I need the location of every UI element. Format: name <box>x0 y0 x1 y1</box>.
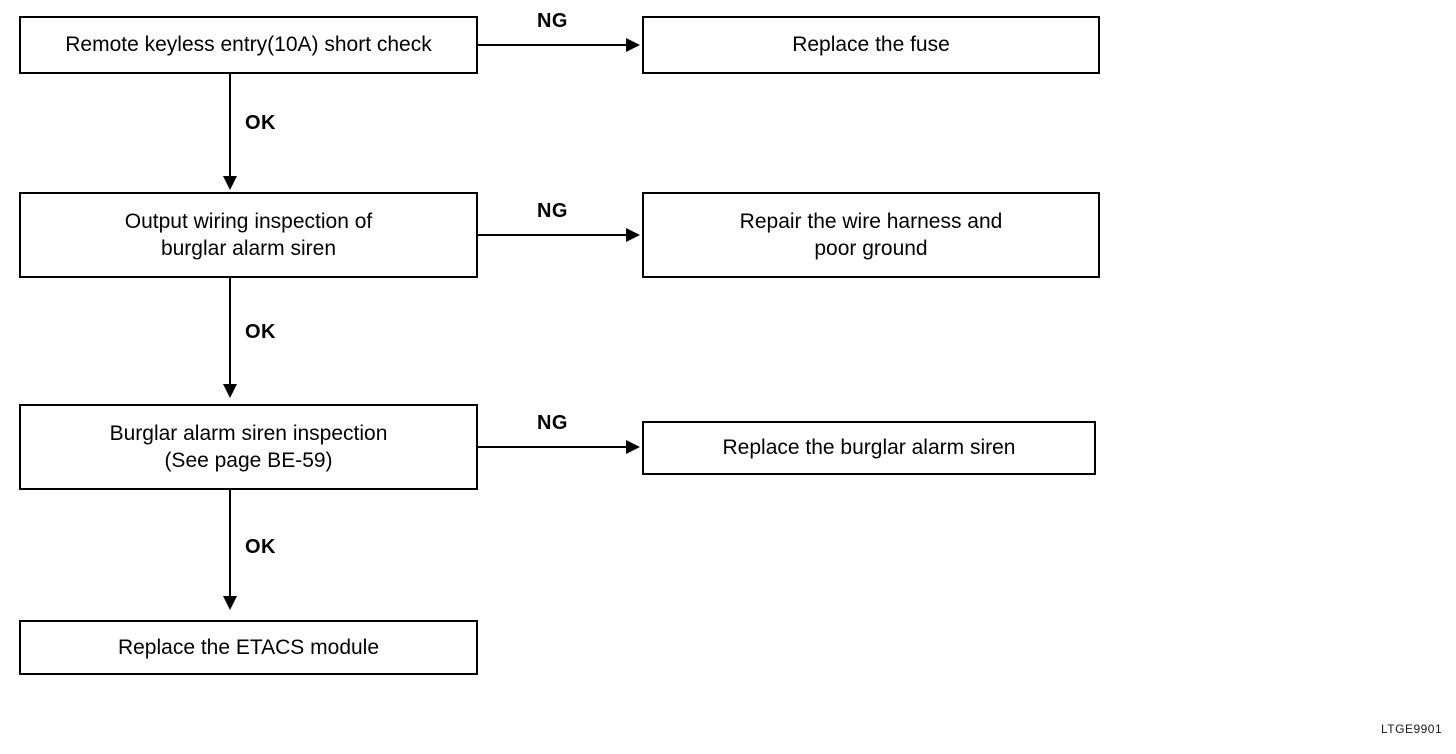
edge-label-ng-2: NG <box>537 200 568 222</box>
edge-arrowhead-ng-1 <box>626 38 640 52</box>
edge-arrowhead-ng-2 <box>626 228 640 242</box>
node-replace-burglar-alarm-siren[interactable]: Replace the burglar alarm siren <box>642 421 1096 475</box>
node-output-wiring-inspection[interactable]: Output wiring inspection of burglar alar… <box>19 192 478 278</box>
node-replace-the-fuse[interactable]: Replace the fuse <box>642 16 1100 74</box>
node-label: Burglar alarm siren inspection (See page… <box>109 421 388 472</box>
edge-arrowhead-ng-3 <box>626 440 640 454</box>
edge-line-ng-1 <box>478 44 628 46</box>
edge-label-ok-1: OK <box>245 112 276 134</box>
edge-label-ng-1: NG <box>537 10 568 32</box>
edge-arrowhead-ok-3 <box>223 596 237 610</box>
node-label: Replace the fuse <box>792 33 950 57</box>
edge-line-ok-2 <box>229 278 231 386</box>
edge-label-ng-3: NG <box>537 412 568 434</box>
node-remote-keyless-entry-check[interactable]: Remote keyless entry(10A) short check <box>19 16 478 74</box>
node-burglar-alarm-siren-inspection[interactable]: Burglar alarm siren inspection (See page… <box>19 404 478 490</box>
edge-label-ok-3: OK <box>245 536 276 558</box>
node-label: Remote keyless entry(10A) short check <box>65 33 432 57</box>
edge-arrowhead-ok-2 <box>223 384 237 398</box>
edge-arrowhead-ok-1 <box>223 176 237 190</box>
node-label: Repair the wire harness and poor ground <box>739 209 1003 260</box>
edge-line-ng-3 <box>478 446 628 448</box>
edge-line-ok-1 <box>229 74 231 178</box>
figure-id-label: LTGE9901 <box>1381 722 1443 736</box>
node-replace-etacs-module[interactable]: Replace the ETACS module <box>19 620 478 675</box>
node-repair-wire-harness[interactable]: Repair the wire harness and poor ground <box>642 192 1100 278</box>
edge-label-ok-2: OK <box>245 321 276 343</box>
node-label: Replace the burglar alarm siren <box>722 436 1016 460</box>
node-label: Replace the ETACS module <box>117 635 380 659</box>
node-label: Output wiring inspection of burglar alar… <box>124 209 373 260</box>
edge-line-ok-3 <box>229 490 231 598</box>
edge-line-ng-2 <box>478 234 628 236</box>
